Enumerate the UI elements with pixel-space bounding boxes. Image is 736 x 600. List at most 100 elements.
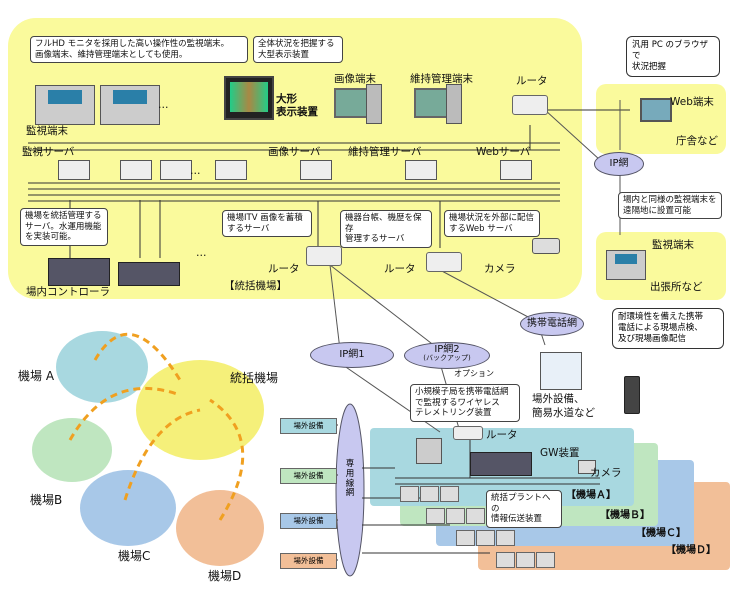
rugged-handheld-device [624,376,640,414]
large-display-label-2: 表示装置 [276,106,318,118]
controller-ellipsis: … [196,247,207,259]
outside-equipment-c: 場外設備 [280,513,337,529]
maint-server-label: 維持管理サーバ [348,146,422,158]
site-link-arcs [68,332,245,521]
site-d-unit-2 [516,552,535,568]
web-server-note: 機場状況を外部に配信するWeb サーバ [444,210,540,238]
monitor-server-2 [120,160,152,180]
branch-note: 場内と同様の監視端末を遠隔地に設置可能 [618,192,722,220]
image-server-2 [300,160,332,180]
web-note: 汎用 PC のブラウザで状況把握 [626,36,720,78]
outdoor-label-2: 簡易水道など [532,407,595,419]
camera-label: カメラ [484,263,516,275]
site-c-unit-2 [476,530,495,546]
image-terminal-pc [366,84,382,124]
outdoor-equipment-device [540,352,582,390]
maint-terminal-label: 維持管理端末 [410,73,473,85]
monitor-terminal-1 [35,85,95,125]
maint-terminal-monitor [414,88,448,118]
map-site-c-label: 機場C [118,549,151,563]
site-a-blob [56,331,148,403]
govt-office-label: 庁舎など [676,135,718,147]
site-b-unit-1 [426,508,445,524]
maint-server-note: 機器台帳、機歴を保存管理するサーバ [340,210,432,248]
outside-equipment-b: 場外設備 [280,468,337,484]
site-c-unit-1 [456,530,475,546]
option-label: オプション [454,369,494,378]
site-d-unit-1 [496,552,515,568]
onsite-controller-label: 場内コントローラ [26,286,110,298]
map-site-a-label: 機場 A [18,369,55,383]
image-server-label: 画像サーバ [268,146,321,158]
site-a-unit-2 [420,486,439,502]
outside-equipment-a: 場外設備 [280,418,337,434]
site-a-router-device [453,426,483,440]
private-line-label: 専用線網 [345,459,355,499]
large-display-screen [224,76,274,120]
field-check-note: 耐環境性を備えた携帯電話による現場点検、及び現場画像配信 [612,308,724,350]
router-left-label: ルータ [268,263,300,275]
monitor-server-3 [160,160,192,180]
site-a-unit-3 [440,486,459,502]
site-d-unit-3 [536,552,555,568]
branch-monitor-device [606,250,646,280]
map-site-b-label: 機場B [30,493,63,507]
mobile-network-ellipse: 携帯電話網 [520,312,584,336]
image-terminal-label: 画像端末 [334,73,376,85]
image-terminal-monitor [334,88,368,118]
router-left-device [306,246,342,266]
site-d-blob [176,490,264,566]
server-ellipsis: … [190,165,201,177]
site-b-unit-3 [466,508,485,524]
site-a-camera-label: カメラ [590,467,622,479]
stack-site-a-label: 【機場Ａ】 [566,490,616,501]
monitor-terminal-2 [100,85,160,125]
wan-links [329,100,621,433]
itv-server-note: 機場ITV 画像を蓄積するサーバ [222,210,312,238]
web-terminal-laptop [640,98,672,122]
stack-site-c-label: 【機場Ｃ】 [636,528,686,539]
site-b-unit-2 [446,508,465,524]
camera-device [532,238,560,254]
maint-server-1 [405,160,437,180]
central-area-title: 【統括機場】 [224,280,287,292]
onsite-controller-1 [48,258,110,286]
router-mid-device [426,252,462,272]
plant-note: 統括プラントへの情報伝送装置 [486,490,562,528]
ip-network-ellipse: IP網 [594,152,644,176]
web-server-1 [500,160,532,180]
outside-equipment-d: 場外設備 [280,553,337,569]
map-central-label: 統括機場 [230,371,279,385]
private-line-ellipse [335,403,365,577]
site-c-unit-3 [496,530,515,546]
site-a-gw-device [470,452,532,476]
stack-site-d-label: 【機場Ｄ】 [666,545,716,556]
site-b-blob [32,418,112,482]
map-site-d-label: 機場D [208,569,242,583]
site-c-blob [80,470,176,546]
branch-office-label: 出張所など [650,281,703,293]
image-server-1 [215,160,247,180]
fullhd-note: フルHD モニタを採用した高い操作性の監視端末。画像端末、維持管理端末としても使… [30,36,248,64]
ip-network-2-sub: (バックアップ) [423,354,471,362]
router-top-label: ルータ [516,75,548,87]
large-display-note: 全体状況を把握する大型表示装置 [253,36,343,64]
site-a-gw-label: GW装置 [540,447,580,459]
site-a-unit-1 [400,486,419,502]
onsite-controller-2 [118,262,180,286]
telemetry-note: 小規模子局を携帯電話網で監視するワイヤレステレメトリング装置 [410,384,520,422]
terminal-ellipsis: … [158,99,169,111]
monitor-terminal-label: 監視端末 [26,125,68,137]
site-a-terminal [416,438,442,464]
monitor-server-1 [58,160,90,180]
branch-office-area [596,232,726,300]
control-server-note: 機場を統括管理するサーバ。水運用機能を実装可能。 [20,208,108,246]
maint-terminal-pc [446,84,462,124]
outdoor-label-1: 場外設備、 [532,393,585,405]
ip-network-2-ellipse: IP網2 (バックアップ) [404,342,490,369]
site-a-camera-device [578,460,596,474]
ip-network-1-ellipse: IP網1 [310,342,394,368]
router-top-device [512,95,548,115]
large-display-label-1: 大形 [276,93,297,105]
router-mid-label: ルータ [384,263,416,275]
